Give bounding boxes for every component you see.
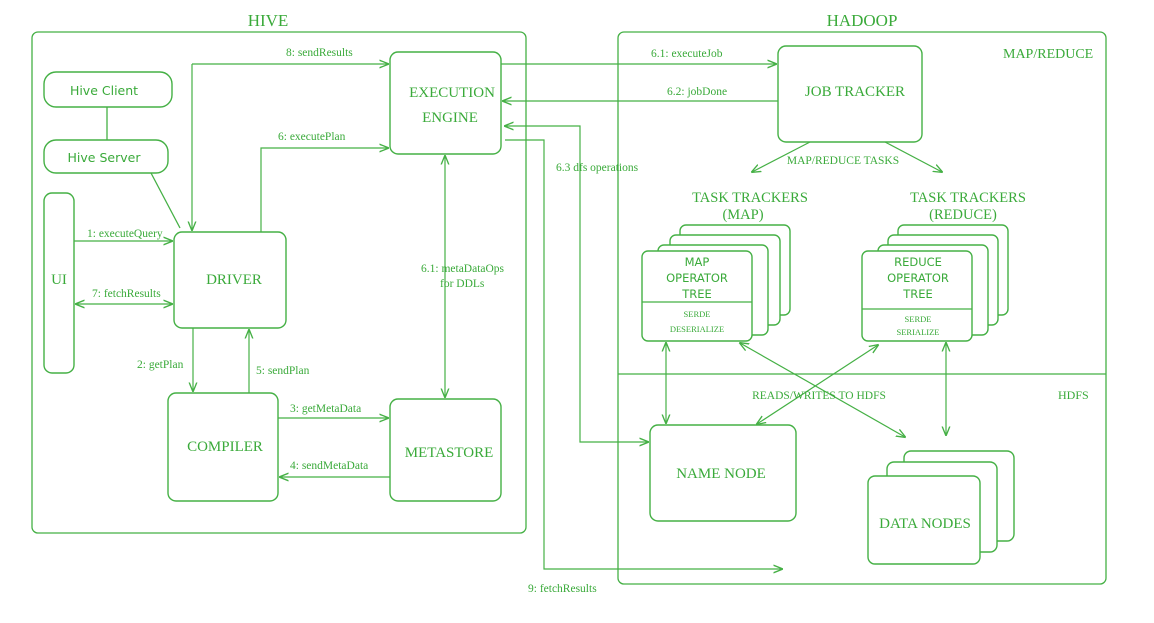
mr-task-reduce-arrow	[884, 141, 942, 172]
execution-engine-label-2: ENGINE	[422, 110, 478, 126]
tt-map-title-2: (MAP)	[722, 207, 763, 223]
map-tree-label-2: OPERATOR	[666, 271, 728, 285]
mr-task-map-arrow	[752, 141, 811, 172]
send-metadata-label: 4: sendMetaData	[290, 460, 368, 472]
execution-engine-box	[389, 51, 502, 155]
hive-title: HIVE	[248, 11, 289, 30]
reads-writes-label: READS/WRITES TO HDFS	[752, 390, 886, 402]
tt-map-title-1: TASK TRACKERS	[692, 190, 808, 206]
hive-server-box	[43, 139, 169, 174]
map-tree-label-3: TREE	[681, 287, 712, 301]
map-serde-label: SERDE	[684, 309, 711, 319]
metadata-ops-label-1: 6.1: metaDataOps	[421, 263, 505, 275]
hdfs-label: HDFS	[1058, 388, 1089, 402]
driver-label: DRIVER	[206, 272, 262, 288]
name-node-label: NAME NODE	[676, 466, 766, 482]
hive-client-label: Hive Client	[70, 83, 138, 98]
metadata-ops-label-2: for DDLs	[440, 278, 485, 290]
map-tree-label-1: MAP	[685, 255, 710, 269]
execute-plan-arrow	[260, 148, 388, 232]
driver-box	[173, 231, 287, 329]
execute-job-label: 6.1: executeJob	[651, 48, 723, 60]
data-nodes-box	[867, 475, 981, 565]
hive-client-box	[43, 71, 173, 108]
reduce-tree-label-1: REDUCE	[894, 255, 942, 269]
tt-reduce-title-1: TASK TRACKERS	[910, 190, 1026, 206]
hive-server-label: Hive Server	[68, 150, 142, 165]
reduce-serialize-label: SERIALIZE	[897, 327, 940, 337]
execute-query-label: 1: executeQuery	[87, 228, 163, 240]
mr-tasks-label: MAP/REDUCE TASKS	[787, 155, 899, 167]
ui-label: UI	[51, 272, 67, 288]
hadoop-title: HADOOP	[827, 11, 898, 30]
reduce-tree-label-2: OPERATOR	[887, 271, 949, 285]
reduce-serde-label: SERDE	[905, 314, 932, 324]
execute-plan-label: 6: executePlan	[278, 131, 346, 143]
send-results-label: 8: sendResults	[286, 47, 353, 59]
dfs-operations-arrow	[505, 126, 648, 442]
metastore-box	[389, 398, 502, 502]
dfs-operations-label: 6.3 dfs operations	[556, 162, 639, 174]
get-plan-label: 2: getPlan	[137, 359, 184, 371]
tt-reduce-title-2: (REDUCE)	[929, 207, 997, 223]
compiler-label: COMPILER	[187, 439, 263, 455]
name-node-box	[649, 424, 797, 522]
reduce-namenode-arrow	[757, 345, 878, 424]
fetch-results-9-label: 9: fetchResults	[528, 583, 597, 595]
send-plan-label: 5: sendPlan	[256, 365, 310, 377]
data-nodes-label: DATA NODES	[879, 516, 971, 532]
map-deserialize-label: DESERIALIZE	[670, 324, 724, 334]
job-done-label: 6.2: jobDone	[667, 86, 727, 98]
compiler-box	[167, 392, 279, 502]
server-driver-link	[150, 172, 181, 229]
reduce-operator-tree-box	[861, 250, 973, 342]
ui-box	[43, 192, 75, 374]
metastore-label: METASTORE	[405, 445, 494, 461]
mapreduce-label: MAP/REDUCE	[1003, 47, 1093, 62]
job-tracker-label: JOB TRACKER	[805, 84, 905, 100]
job-tracker-box	[777, 45, 923, 143]
reduce-tree-label-3: TREE	[902, 287, 933, 301]
fetch-results-7-label: 7: fetchResults	[92, 288, 161, 300]
get-metadata-label: 3: getMetaData	[290, 403, 361, 415]
execution-engine-label-1: EXECUTION	[409, 85, 495, 101]
fetch-results-9-arrow	[505, 139, 782, 569]
